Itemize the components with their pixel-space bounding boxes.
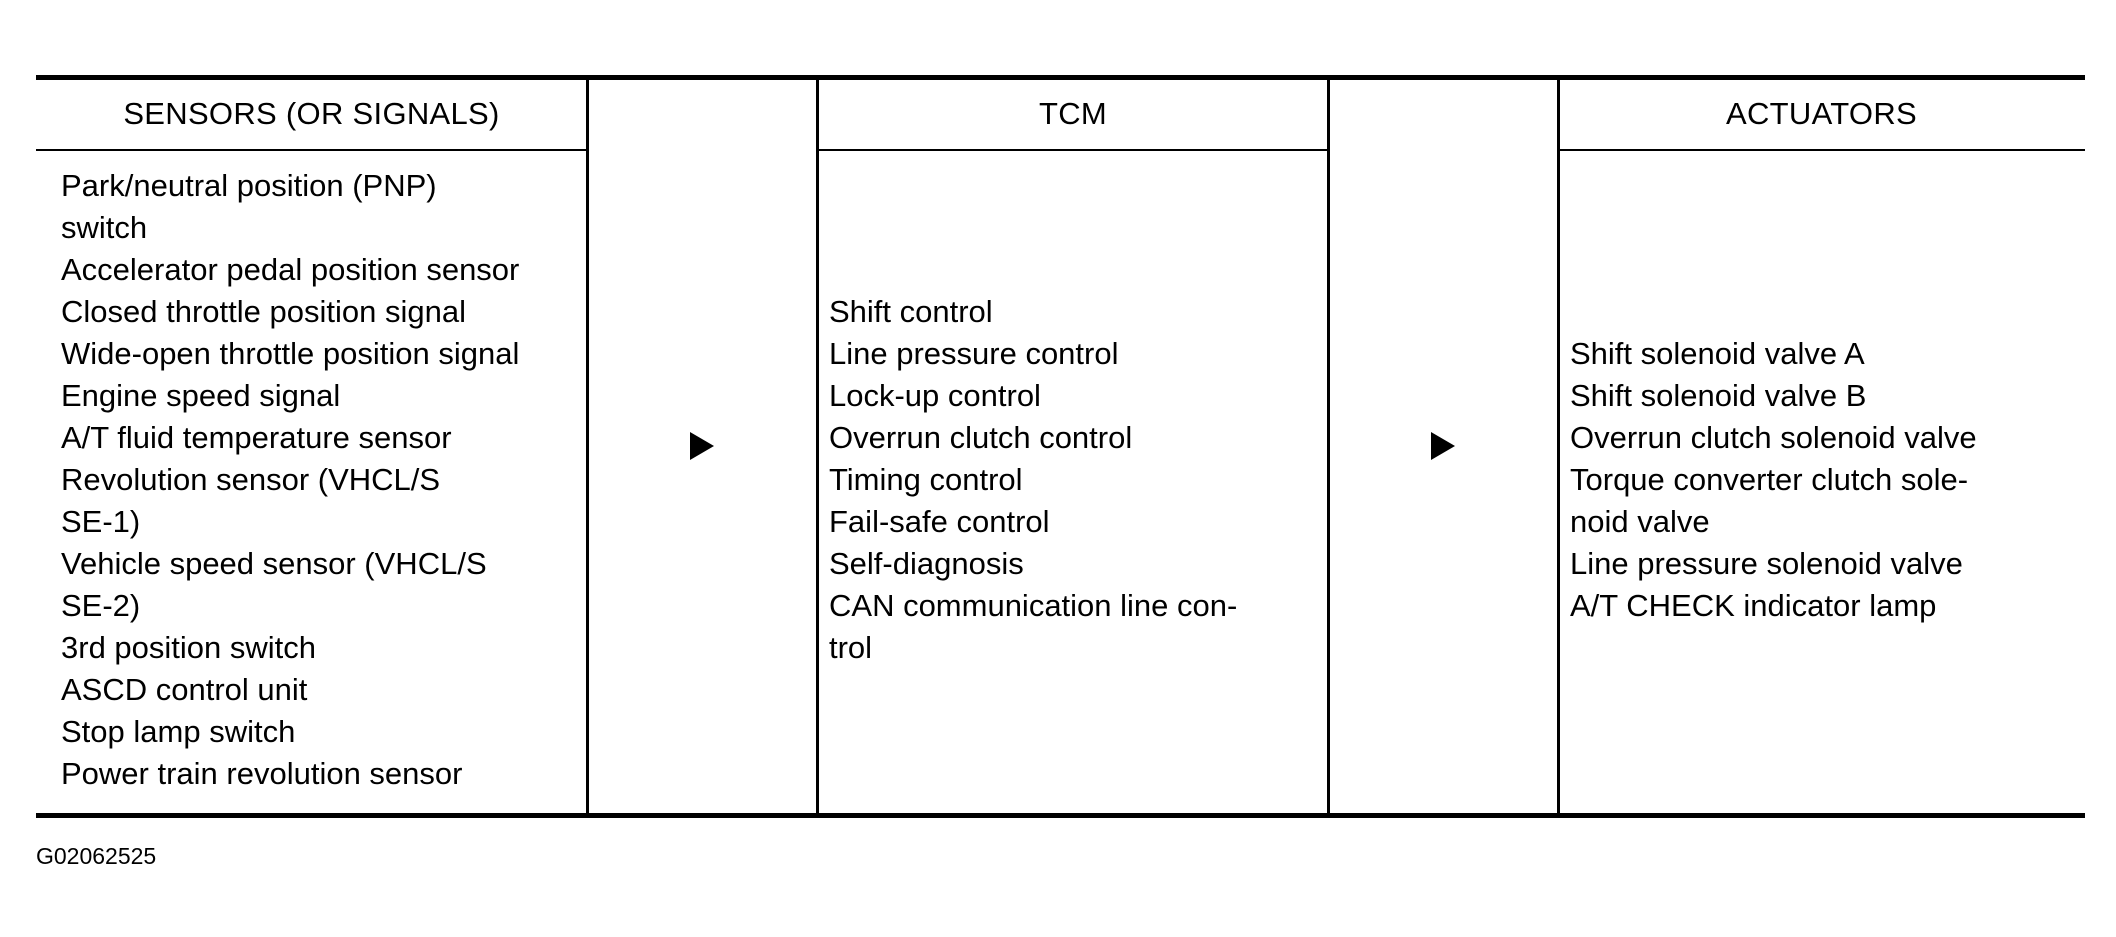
top-rule [36,75,2085,80]
actuator-item: noid valve [1570,504,1710,539]
control-system-diagram: SENSORS (OR SIGNALS) TCM ACTUATORS Park/… [36,75,2085,818]
tcm-item: trol [829,630,873,665]
separator-arrow-tcm [816,79,819,814]
sensors-header: SENSORS (OR SIGNALS) [123,96,500,131]
sensor-item: ASCD control unit [61,672,308,707]
tcm-functions-list: Shift control Line pressure control Lock… [829,291,1237,669]
tcm-item: Fail-safe control [829,504,1050,539]
tcm-item: Timing control [829,462,1023,497]
tcm-header-rule [817,149,1329,151]
sensor-item: switch [61,210,148,245]
sensor-item: Vehicle speed sensor (VHCL/S [61,546,487,581]
sensor-item: Engine speed signal [61,378,341,413]
right-arrow-icon [690,432,714,460]
separator-sensors-arrow [586,79,589,814]
sensor-item: SE-2) [61,588,141,623]
sensor-item: Stop lamp switch [61,714,296,749]
tcm-item: Line pressure control [829,336,1119,371]
actuator-item: Overrun clutch solenoid valve [1570,420,1977,455]
actuator-item: Line pressure solenoid valve [1570,546,1963,581]
sensor-item: SE-1) [61,504,141,539]
separator-arrow-actuators [1557,79,1560,814]
tcm-header: TCM [1038,96,1108,131]
sensor-item: 3rd position switch [61,630,317,665]
sensor-item: A/T fluid temperature sensor [61,420,452,455]
sensor-item: Power train revolution sensor [61,756,463,791]
sensor-item: Revolution sensor (VHCL/S [61,462,441,497]
tcm-item: Overrun clutch control [829,420,1133,455]
actuator-item: Shift solenoid valve B [1570,378,1867,413]
sensor-item: Closed throttle position signal [61,294,466,329]
bottom-rule [36,813,2085,818]
actuator-item: Torque converter clutch sole- [1570,462,1969,497]
right-arrow-icon [1431,432,1455,460]
tcm-item: Lock-up control [829,378,1041,413]
actuators-list: Shift solenoid valve A Shift solenoid va… [1570,333,1977,627]
sensors-header-rule [36,149,587,151]
sensor-item: Wide-open throttle position signal [61,336,520,371]
actuator-item: A/T CHECK indicator lamp [1570,588,1937,623]
separator-tcm-arrow [1327,79,1330,814]
actuators-header-rule [1558,149,2085,151]
tcm-item: Self-diagnosis [829,546,1024,581]
sensor-item: Accelerator pedal position sensor [61,252,520,287]
sensors-list: Park/neutral position (PNP) switch Accel… [61,165,519,795]
actuators-header: ACTUATORS [1725,96,1918,131]
tcm-item: Shift control [829,294,993,329]
figure-code: G02062525 [36,843,157,869]
sensor-item: Park/neutral position (PNP) [61,168,437,203]
tcm-item: CAN communication line con- [829,588,1238,623]
actuator-item: Shift solenoid valve A [1570,336,1865,371]
